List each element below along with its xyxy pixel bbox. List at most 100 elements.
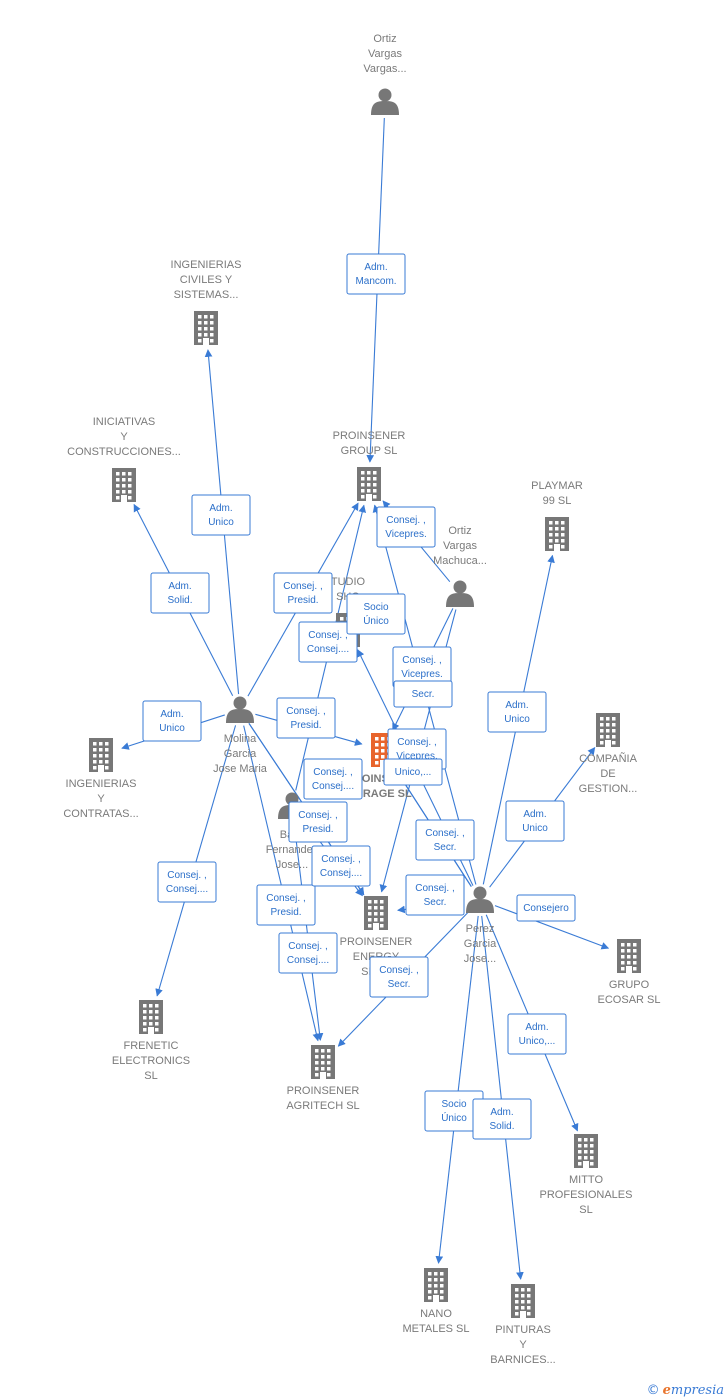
edge-label-text: Consejero: [523, 903, 569, 914]
edge-label-5[interactable]: Consej. ,Presid.: [276, 697, 336, 739]
node-label: MITTO: [569, 1174, 603, 1186]
node-label: Fernandez: [266, 844, 319, 856]
edge-label-23[interactable]: Adm.Unico,...: [507, 1013, 567, 1055]
edge-label-17[interactable]: Consej. ,Secr.: [415, 819, 475, 861]
edge-label-text: Único: [441, 1111, 467, 1124]
logo-text: mpresia: [670, 1383, 724, 1398]
edge-label-18[interactable]: Consej. ,Secr.: [405, 874, 465, 916]
edge-label-19[interactable]: Consej. ,Secr.: [369, 956, 429, 998]
edge-label-text: Consej. ,: [313, 767, 352, 778]
edge-line-perez-pinturas: [481, 915, 524, 1280]
node-label: ORAGE SL: [354, 788, 412, 800]
edge-label-text: Socio: [441, 1099, 466, 1110]
edge-label-text: Adm.: [364, 262, 387, 273]
edge-label-box: [369, 956, 429, 998]
edge-label-box: [303, 758, 363, 800]
node-label: Y: [97, 793, 105, 805]
edge-label-20[interactable]: Adm.Unico: [487, 691, 547, 733]
edge-label-text: Consej. ,: [397, 737, 436, 748]
edge-label-box: [505, 800, 565, 842]
edge-label-3[interactable]: Adm.Unico: [142, 700, 202, 742]
node-label: INGENIERIAS: [171, 259, 242, 271]
node-label: Jose Maria: [213, 763, 268, 775]
edge-label-1[interactable]: Adm.Unico: [191, 494, 251, 536]
edge-label-box: [276, 697, 336, 739]
edge-label-box: [393, 680, 453, 708]
edge-label-21[interactable]: Adm.Unico: [505, 800, 565, 842]
node-ortiz_vv[interactable]: OrtizVargasVargas...: [363, 33, 407, 115]
node-ortiz_vm[interactable]: OrtizVargasMachuca...: [433, 525, 487, 607]
node-label: GROUP SL: [341, 445, 398, 457]
edge-label-text: Secr.: [424, 897, 447, 908]
edge-label-2[interactable]: Adm.Solid.: [150, 572, 210, 614]
edge-label-12[interactable]: Consej. ,Consej....: [298, 621, 358, 663]
edge-label-box: [311, 845, 371, 887]
node-label: PINTURAS: [495, 1324, 551, 1336]
edge-label-text: Consej....: [287, 955, 329, 966]
edge-label-text: Unico: [208, 517, 234, 528]
node-label: Vargas: [443, 540, 478, 552]
edge-label-text: Consej. ,: [283, 581, 322, 592]
node-label: BARNICES...: [490, 1354, 555, 1366]
node-perez[interactable]: PerezGarciaJose...: [464, 886, 497, 966]
edge-label-22[interactable]: Consejero: [516, 894, 576, 922]
building-icon: [311, 1045, 335, 1079]
node-label: ECOSAR SL: [598, 994, 661, 1006]
node-label: NANO: [420, 1308, 452, 1320]
edge-label-25[interactable]: Adm.Solid.: [472, 1098, 532, 1140]
edge-label-7[interactable]: Consej. ,Consej....: [303, 758, 363, 800]
edge-label-box: [487, 691, 547, 733]
edge-label-8[interactable]: Consej. ,Presid.: [256, 884, 316, 926]
node-label: SISTEMAS...: [174, 289, 239, 301]
node-ing_contratas[interactable]: INGENIERIASYCONTRATAS...: [63, 738, 139, 820]
node-label: INGENIERIAS: [66, 778, 137, 790]
edge-label-6[interactable]: Consej. ,Consej....: [157, 861, 217, 903]
edge-label-26[interactable]: Unico,...: [383, 758, 443, 786]
node-label: 99 SL: [543, 495, 572, 507]
edge-label-9[interactable]: Consej. ,Vicepres.: [376, 506, 436, 548]
edge-label-box: [415, 819, 475, 861]
node-label: Ortiz: [373, 33, 396, 45]
edge-label-box: [472, 1098, 532, 1140]
edge-label-box: [346, 253, 406, 295]
edge-label-text: Vicepres.: [401, 669, 443, 680]
edge-label-16[interactable]: Secr.: [393, 680, 453, 708]
empresia-logo[interactable]: ©empresia: [647, 1383, 724, 1398]
node-label: Ortiz: [448, 525, 471, 537]
person-icon: [446, 580, 474, 607]
edge-label-14[interactable]: Consej. ,Consej....: [278, 932, 338, 974]
edge-label-13[interactable]: Consej. , Presid.: [288, 801, 348, 843]
edge-label-4[interactable]: Consej. ,Presid.: [273, 572, 333, 614]
edge-label-text: Adm.: [523, 809, 546, 820]
node-label: Jose...: [464, 953, 496, 965]
node-iniciativas[interactable]: INICIATIVASYCONSTRUCCIONES...: [67, 416, 181, 502]
edge-label-text: Unico: [159, 723, 185, 734]
node-compania[interactable]: COMPAÑIADEGESTION...: [579, 713, 638, 795]
edge-label-0[interactable]: Adm.Mancom.: [346, 253, 406, 295]
edge-label-text: Adm.: [168, 581, 191, 592]
edge-label-27[interactable]: Consej. ,Consej....: [311, 845, 371, 887]
edge-line-molina-agritech: [243, 725, 321, 1042]
node-label: Machuca...: [433, 555, 487, 567]
edge-label-text: Presid.: [302, 824, 333, 835]
logo-first-letter: e: [662, 1383, 671, 1398]
edge-label-text: Consej. ,: [298, 810, 337, 821]
edge-label-box: [142, 700, 202, 742]
building-icon: [596, 713, 620, 747]
node-pinturas[interactable]: PINTURASYBARNICES...: [490, 1284, 556, 1366]
node-label: Vargas: [368, 48, 403, 60]
edge-label-box: [150, 572, 210, 614]
edge-label-text: Consej. ,: [402, 655, 441, 666]
